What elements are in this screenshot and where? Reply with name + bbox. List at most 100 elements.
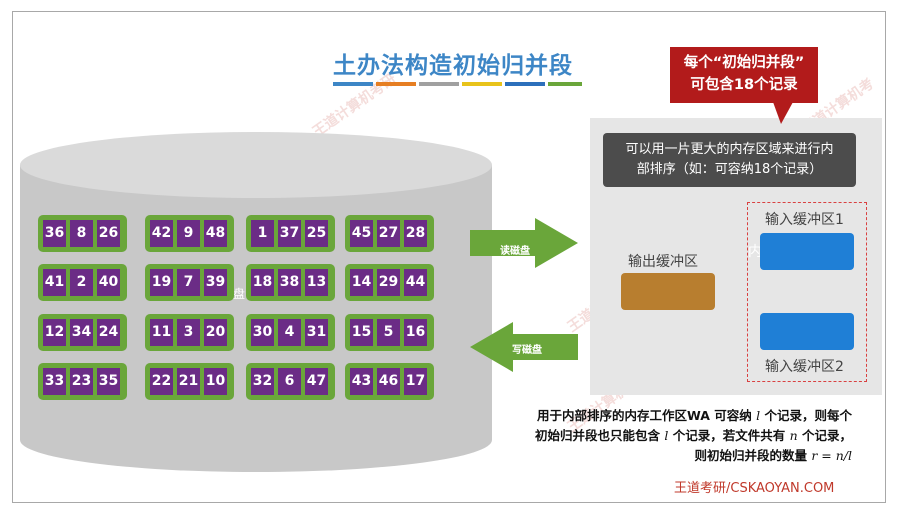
input-buffer-2-label: 输入缓冲区2 — [765, 359, 844, 375]
write-disk-label: 写磁盘 — [512, 345, 542, 356]
output-buffer-label: 输出缓冲区 — [628, 254, 698, 270]
input-buffer-2 — [760, 313, 854, 350]
record-cell: 34 — [70, 319, 93, 346]
record-cell: 48 — [204, 220, 227, 247]
record-cell: 27 — [377, 220, 400, 247]
memory-description-line: 可以用一片更大的内存区域来进行内 — [625, 142, 834, 157]
formula-expression: r = n/l — [811, 448, 852, 463]
record-cell: 37 — [278, 220, 301, 247]
record-cell: 47 — [305, 368, 328, 395]
memory-description: 可以用一片更大的内存区域来进行内 部排序（如：可容纳18个记录） — [603, 133, 856, 187]
record-cell: 43 — [350, 368, 373, 395]
record-cell: 29 — [377, 269, 400, 296]
record-cell: 41 — [43, 269, 66, 296]
record-cell: 9 — [177, 220, 200, 247]
title-color-bar — [505, 82, 545, 86]
record-cell: 7 — [177, 269, 200, 296]
formula-var-l: l — [756, 408, 761, 423]
footer-brand: 王道考研/CSKAOYAN.COM — [674, 481, 835, 496]
record-cell: 39 — [204, 269, 227, 296]
record-cell: 38 — [278, 269, 301, 296]
record-cell: 22 — [150, 368, 173, 395]
title-color-bar — [376, 82, 416, 86]
record-cell: 44 — [404, 269, 427, 296]
slide-title: 土办法构造初始归并段 — [333, 53, 573, 79]
record-cell: 10 — [204, 368, 227, 395]
write-disk-arrow — [470, 322, 578, 372]
record-cell: 4 — [278, 319, 301, 346]
callout-line: 可包含18个记录 — [690, 77, 798, 93]
record-cell: 18 — [251, 269, 274, 296]
record-cell: 23 — [70, 368, 93, 395]
disk-label: 盘 — [233, 287, 246, 301]
input-buffer-1 — [760, 233, 854, 270]
record-cell: 31 — [305, 319, 328, 346]
formula-text-part: 个记录， — [797, 428, 852, 443]
record-cell: 16 — [404, 319, 427, 346]
record-cell: 35 — [97, 368, 120, 395]
record-cell: 2 — [70, 269, 93, 296]
record-cell: 11 — [150, 319, 173, 346]
record-cell: 8 — [70, 220, 93, 247]
formula-var-n: n — [789, 428, 798, 443]
record-cell: 17 — [404, 368, 427, 395]
input-buffer-1-label: 输入缓冲区1 — [765, 212, 844, 228]
formula-text-part: 个记录，则每个 — [760, 408, 852, 423]
record-cell: 25 — [305, 220, 328, 247]
formula-text-part: 用于内部排序的内存工作区WA 可容纳 — [537, 408, 757, 423]
memory-description-line: 部排序（如：可容纳18个记录） — [636, 162, 823, 177]
formula-text: 用于内部排序的内存工作区WA 可容纳 l 个记录，则每个 初始归并段也只能包含 … — [502, 406, 852, 466]
record-cell: 33 — [43, 368, 66, 395]
record-cell: 40 — [97, 269, 120, 296]
read-disk-arrow — [470, 218, 578, 268]
formula-text-part: 个记录，若文件共有 — [668, 428, 790, 443]
input-buffer-group — [747, 202, 867, 382]
record-cell: 14 — [350, 269, 373, 296]
output-buffer — [621, 273, 715, 310]
title-color-bar — [548, 82, 582, 86]
title-color-bar — [419, 82, 459, 86]
formula-var-l: l — [664, 428, 669, 443]
record-cell: 45 — [350, 220, 373, 247]
record-cell: 12 — [43, 319, 66, 346]
record-count-callout: 每个“初始归并段” 可包含18个记录 — [670, 47, 818, 103]
record-cell: 5 — [377, 319, 400, 346]
formula-text-part: 则初始归并段的数量 — [694, 448, 812, 463]
record-cell: 32 — [251, 368, 274, 395]
formula-text-part: 初始归并段也只能包含 — [535, 428, 665, 443]
record-cell: 6 — [278, 368, 301, 395]
record-cell: 36 — [43, 220, 66, 247]
record-cell: 13 — [305, 269, 328, 296]
record-cell: 30 — [251, 319, 274, 346]
record-cell: 46 — [377, 368, 400, 395]
record-cell: 20 — [204, 319, 227, 346]
record-cell: 15 — [350, 319, 373, 346]
read-disk-label: 读磁盘 — [500, 246, 530, 257]
record-cell: 26 — [97, 220, 120, 247]
record-cell: 42 — [150, 220, 173, 247]
callout-tail — [773, 102, 793, 124]
callout-line: 每个“初始归并段” — [683, 55, 805, 71]
record-cell: 28 — [404, 220, 427, 247]
title-color-bar — [333, 82, 373, 86]
record-cell: 1 — [251, 220, 274, 247]
record-cell: 19 — [150, 269, 173, 296]
record-cell: 3 — [177, 319, 200, 346]
record-cell: 24 — [97, 319, 120, 346]
